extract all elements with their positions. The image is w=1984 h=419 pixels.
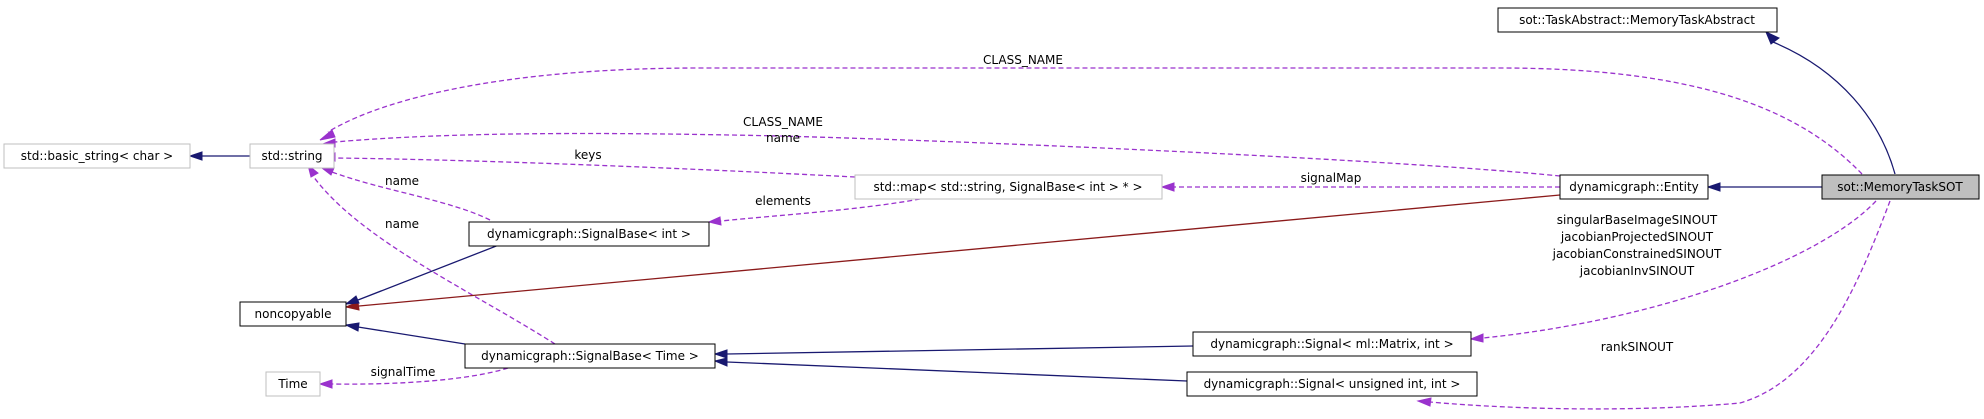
node-noncopyable-label: noncopyable (255, 307, 332, 321)
label-name-signalbase-time: name (385, 217, 419, 231)
node-signal-uint-label: dynamicgraph::Signal< unsigned int, int … (1204, 377, 1461, 391)
node-basic-string-label: std::basic_string< char > (21, 149, 174, 163)
edge-usage-rank (1429, 200, 1891, 410)
label-class-name-top: CLASS_NAME (983, 53, 1063, 67)
label-singular-base-image: singularBaseImageSINOUT (1557, 213, 1718, 227)
arrowhead-usage-name-signalbase-int (320, 167, 335, 176)
arrowhead-usage-signaltime (318, 379, 333, 389)
node-signal-base-time-label: dynamicgraph::SignalBase< Time > (481, 349, 699, 363)
arrowhead-inherit-signalbase-int (344, 295, 360, 305)
label-rank: rankSINOUT (1601, 340, 1674, 354)
edge-usage-class-name-name (334, 132, 1561, 177)
node-string-label: std::string (261, 149, 322, 163)
edge-inherit-signal-matrix (726, 345, 1194, 355)
node-signal-matrix[interactable]: dynamicgraph::Signal< ml::Matrix, int > (1192, 331, 1472, 357)
edge-usage-name-signalbase-int (331, 171, 491, 221)
edge-inherit-signal-uint (726, 361, 1188, 382)
arrowhead-inherit-signal-uint (713, 357, 728, 367)
arrowhead-usage-class-name-top (319, 129, 336, 141)
label-jacobian-projected: jacobianProjectedSINOUT (1560, 230, 1714, 244)
node-map[interactable]: std::map< std::string, SignalBase< int >… (854, 174, 1163, 200)
node-map-label: std::map< std::string, SignalBase< int >… (873, 180, 1142, 194)
arrowhead-inherit-signalbase-time (344, 322, 360, 332)
label-elements: elements (755, 194, 811, 208)
edge-inherit-memorytaskabstract (1772, 41, 1896, 175)
node-time[interactable]: Time (265, 371, 321, 397)
node-basic-string[interactable]: std::basic_string< char > (3, 143, 191, 169)
node-signal-base-int-label: dynamicgraph::SignalBase< int > (487, 227, 691, 241)
edge-usage-elements (720, 198, 921, 222)
label-signaltime: signalTime (371, 365, 436, 379)
node-entity[interactable]: dynamicgraph::Entity (1559, 174, 1709, 200)
edge-private-inherit-noncopyable (358, 194, 1561, 307)
edge-inherit-signalbase-time (357, 326, 466, 345)
arrowhead-inherit-memorytaskabstract (1765, 31, 1780, 45)
node-time-label: Time (277, 377, 307, 391)
edge-usage-signaltime (331, 367, 509, 385)
node-noncopyable[interactable]: noncopyable (239, 301, 347, 327)
label-name-signalbase-int: name (385, 174, 419, 188)
label-jacobian-constrained: jacobianConstrainedSINOUT (1552, 247, 1722, 261)
node-signal-matrix-label: dynamicgraph::Signal< ml::Matrix, int > (1210, 337, 1453, 351)
label-name-entity: name (766, 131, 800, 145)
node-signal-base-time[interactable]: dynamicgraph::SignalBase< Time > (464, 343, 716, 369)
node-signal-base-int[interactable]: dynamicgraph::SignalBase< int > (468, 221, 710, 247)
node-memory-task-abstract[interactable]: sot::TaskAbstract::MemoryTaskAbstract (1497, 7, 1778, 33)
arrowhead-usage-rank (1416, 397, 1432, 407)
arrowhead-usage-matrix-members (1469, 333, 1484, 343)
edge-usage-keys (334, 157, 856, 178)
edge-usage-class-name-top (327, 67, 1863, 175)
label-class-name: CLASS_NAME (743, 115, 823, 129)
arrowhead-inherit-entity (1706, 182, 1721, 192)
node-memory-task-abstract-label: sot::TaskAbstract::MemoryTaskAbstract (1519, 13, 1755, 27)
node-signal-uint[interactable]: dynamicgraph::Signal< unsigned int, int … (1186, 371, 1478, 397)
node-string[interactable]: std::string (249, 143, 335, 169)
node-entity-label: dynamicgraph::Entity (1569, 180, 1699, 194)
arrowhead-inherit-basic-string (188, 151, 203, 161)
node-memory-task-sot[interactable]: sot::MemoryTaskSOT (1821, 174, 1980, 200)
arrowhead-usage-signalmap (1160, 182, 1175, 192)
label-jacobian-inv: jacobianInvSINOUT (1579, 264, 1695, 278)
label-signalmap: signalMap (1301, 171, 1362, 185)
arrowhead-private-inherit-noncopyable (344, 301, 360, 311)
arrowhead-inherit-signal-matrix (713, 349, 728, 359)
edge-usage-name-signalbase-time (312, 175, 556, 345)
node-memory-task-sot-label: sot::MemoryTaskSOT (1837, 180, 1963, 194)
label-keys: keys (574, 148, 601, 162)
arrowhead-usage-elements (707, 216, 722, 226)
